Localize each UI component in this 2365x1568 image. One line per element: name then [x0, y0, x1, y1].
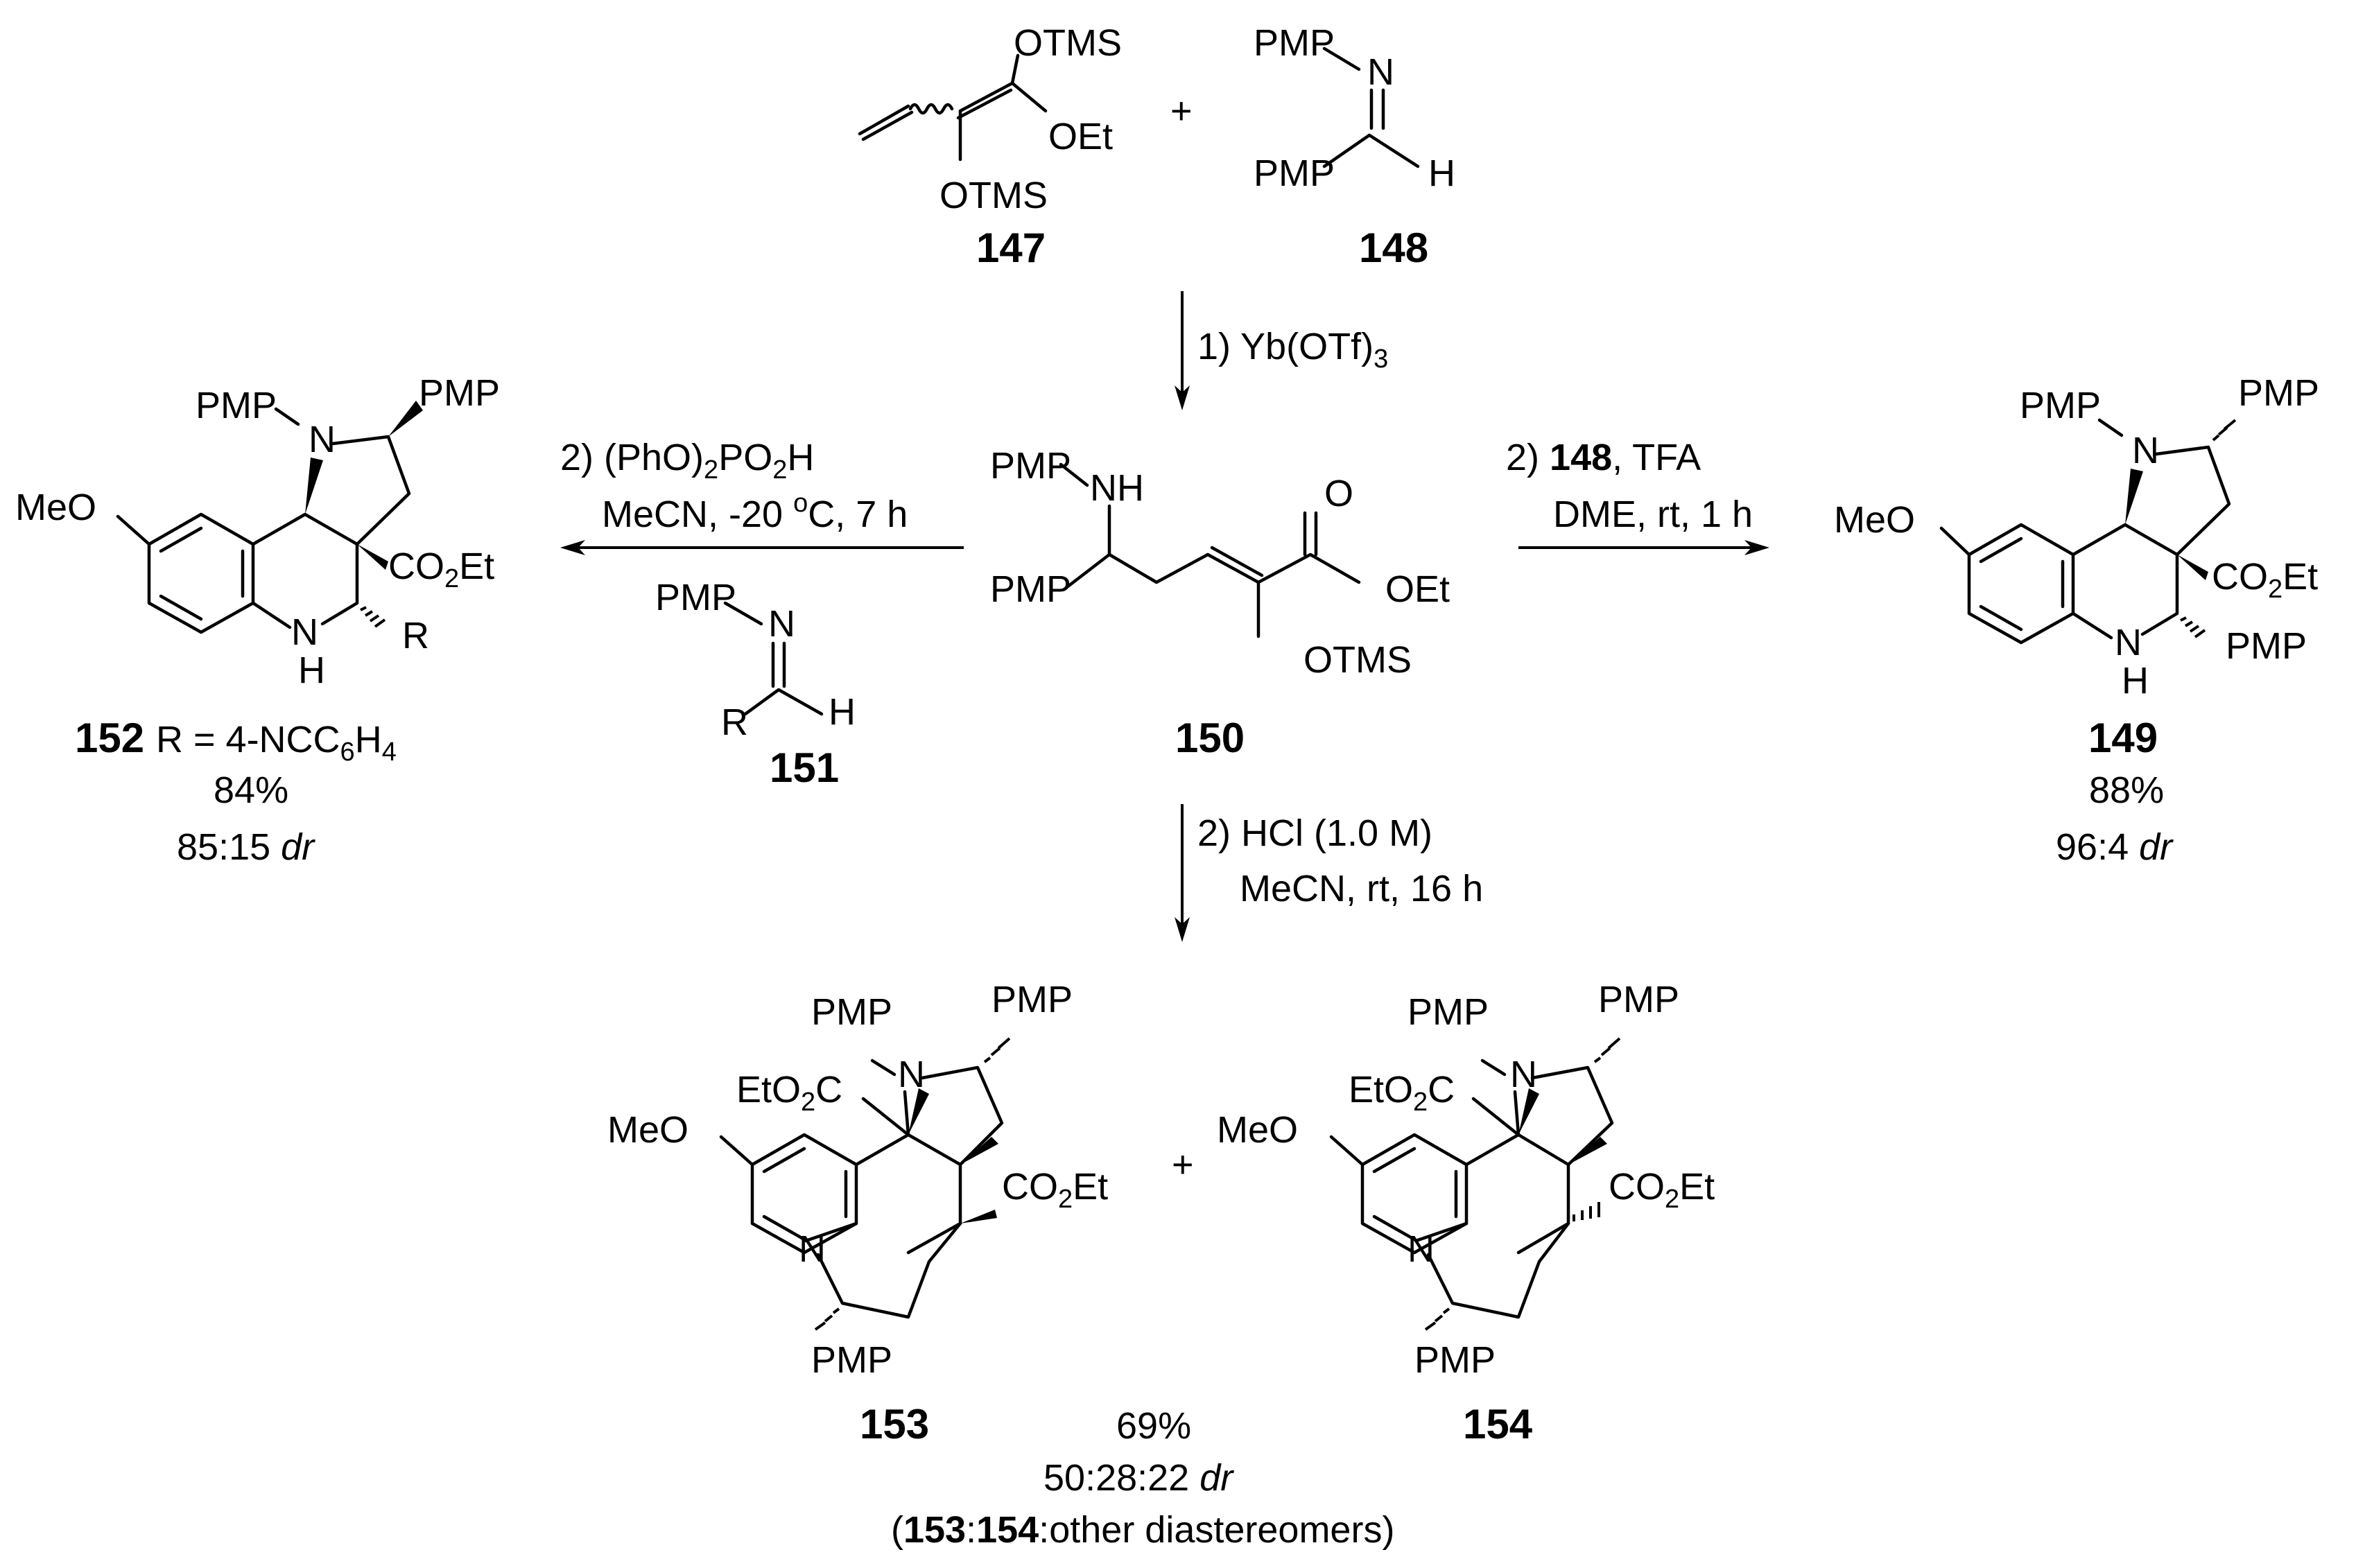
atom-oet: OEt — [1385, 568, 1450, 610]
compound-label-147: 147 — [976, 225, 1046, 271]
atom-pmp: PMP — [991, 979, 1073, 1020]
atom-h: H — [829, 691, 856, 733]
atom-pmp: PMP — [1407, 991, 1489, 1033]
atom-pmp: PMP — [811, 991, 892, 1033]
step-right-line1: 2) 148, TFA — [1506, 437, 1701, 478]
atom-h: H — [1428, 153, 1455, 194]
compound-label-154: 154 — [1463, 1401, 1533, 1447]
atom-meo: MeO — [15, 487, 96, 528]
atom-pmp: PMP — [2226, 625, 2307, 667]
atom-nh-h: H — [2122, 660, 2149, 702]
atom-co2et: CO2Et — [1002, 1166, 1108, 1214]
step-1-conditions: 1) Yb(OTf)3 — [1197, 326, 1388, 374]
step-down-line1: 2) HCl (1.0 M) — [1197, 812, 1432, 854]
atom-pmp: PMP — [990, 445, 1071, 487]
atom-nh-n: N — [2115, 622, 2142, 663]
atom-meo: MeO — [1834, 499, 1915, 541]
compound-151-structure: PMP N R H 151 — [655, 577, 856, 791]
compound-149-structure: PMP N PMP MeO CO2Et N H PMP 149 — [1834, 372, 2319, 761]
atom-n: N — [2132, 430, 2159, 471]
plus-sign-bottom: + — [1172, 1144, 1194, 1185]
atom-o: O — [1324, 473, 1353, 514]
atom-oet: OEt — [1048, 116, 1113, 157]
atom-otms: OTMS — [1303, 639, 1412, 681]
step-right-line2: DME, rt, 1 h — [1553, 494, 1753, 535]
compound-label-150: 150 — [1175, 715, 1245, 761]
atom-meo: MeO — [607, 1109, 688, 1151]
step-left-line2: MeCN, -20 oC, 7 h — [602, 489, 908, 535]
atom-eto2c: EtO2C — [736, 1069, 842, 1117]
atom-pmp: PMP — [419, 372, 500, 414]
atom-otms-top: OTMS — [1014, 22, 1122, 64]
atom-pmp: PMP — [2020, 385, 2101, 426]
atom-co2et: CO2Et — [388, 546, 494, 593]
atom-pmp: PMP — [1254, 22, 1335, 64]
atom-r: R — [402, 615, 429, 656]
atom-pmp: PMP — [196, 385, 277, 426]
dr-153-154: 50:28:22 dr — [1043, 1457, 1234, 1499]
atom-n-top: N — [1510, 1054, 1537, 1095]
atom-n-top: N — [898, 1054, 925, 1095]
atom-r: R — [721, 702, 748, 743]
compound-153-structure: PMP PMP EtO2C N MeO CO2Et N PMP 153 — [607, 979, 1108, 1447]
atom-n: N — [309, 419, 336, 460]
atom-eto2c: EtO2C — [1349, 1069, 1455, 1117]
compound-label-148: 148 — [1359, 225, 1428, 271]
atom-pmp: PMP — [1254, 153, 1335, 194]
dr-152: 85:15 dr — [177, 826, 315, 868]
atom-nh-h: H — [298, 650, 325, 691]
atom-n: N — [768, 603, 795, 645]
plus-sign-top: + — [1170, 90, 1193, 132]
dr-149: 96:4 dr — [2056, 826, 2174, 868]
compound-148-structure: PMP N PMP H 148 — [1254, 22, 1455, 271]
compound-152-structure: PMP N PMP MeO CO2Et N H R 152 — [15, 372, 500, 761]
atom-pmp: PMP — [990, 568, 1071, 610]
compound-label-152: 152 — [75, 715, 144, 761]
yield-153-154: 69% — [1116, 1405, 1191, 1447]
r-group-definition-152: R = 4-NCC6H4 — [156, 719, 397, 767]
atom-nh: NH — [1090, 467, 1144, 509]
atom-pmp: PMP — [1598, 979, 1679, 1020]
ratio-note: (153:154:other diastereomers) — [891, 1509, 1394, 1551]
arrow-step-1 — [1175, 291, 1190, 410]
yield-149: 88% — [2089, 769, 2164, 811]
compound-150-structure: PMP NH PMP O OEt OTMS 150 — [990, 445, 1450, 761]
atom-pmp: PMP — [811, 1339, 892, 1381]
atom-co2et: CO2Et — [2212, 556, 2318, 604]
step-down-line2: MeCN, rt, 16 h — [1240, 868, 1483, 909]
step-left-line1: 2) (PhO)2PO2H — [560, 437, 814, 485]
arrow-to-149 — [1518, 540, 1769, 555]
yield-152: 84% — [214, 769, 288, 811]
atom-co2et: CO2Et — [1609, 1166, 1715, 1214]
atom-meo: MeO — [1217, 1109, 1298, 1151]
atom-nh-n: N — [291, 611, 318, 653]
atom-n: N — [1367, 51, 1394, 93]
atom-pmp: PMP — [1414, 1339, 1496, 1381]
atom-otms-bottom: OTMS — [939, 175, 1048, 216]
arrow-to-152 — [560, 540, 964, 555]
compound-label-149: 149 — [2088, 715, 2158, 761]
atom-pmp: PMP — [655, 577, 736, 618]
compound-label-151: 151 — [770, 744, 839, 791]
compound-147-structure: OTMS OEt OTMS 147 — [858, 22, 1122, 271]
atom-pmp: PMP — [2238, 372, 2319, 414]
compound-154-structure: PMP PMP EtO2C N MeO CO2Et N PMP 154 — [1217, 979, 1715, 1447]
arrow-to-153-154 — [1175, 804, 1190, 942]
compound-label-153: 153 — [860, 1401, 929, 1447]
